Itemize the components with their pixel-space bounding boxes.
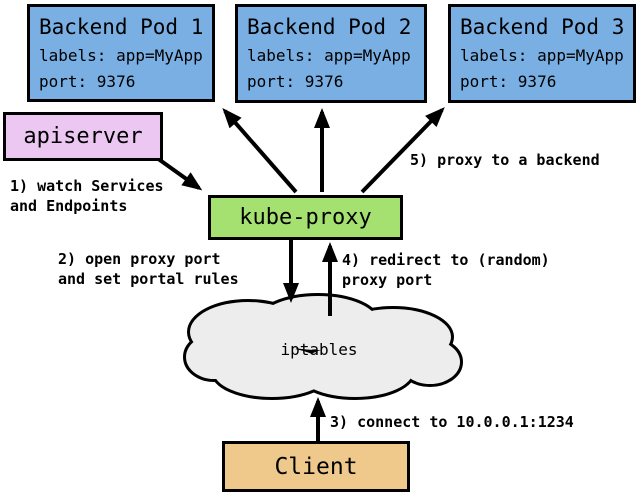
backend-pod-1-port: port: 9376: [39, 72, 136, 91]
backend-pod-3-title: Backend Pod 3: [460, 15, 625, 39]
backend-pod-2-labels: labels: app=MyApp: [247, 46, 411, 65]
step-5-proxy-to-backend: 5) proxy to a backend: [410, 151, 600, 169]
kube-proxy-label: kube-proxy: [239, 205, 372, 230]
arrow-kubeproxy-to-pod1: [222, 107, 298, 194]
backend-pod-2-title: Backend Pod 2: [247, 15, 412, 39]
kube-proxy-node: kube-proxy: [208, 195, 403, 240]
arrow-apiserver-to-kubeproxy: [155, 156, 203, 191]
backend-pod-1-labels: labels: app=MyApp: [39, 46, 203, 65]
arrow-kubeproxy-to-pod3: [360, 107, 445, 194]
backend-pod-2-port: port: 9376: [247, 72, 344, 91]
backend-pod-3-port: port: 9376: [460, 72, 557, 91]
backend-pod-1-title: Backend Pod 1: [39, 15, 204, 39]
iptables-cloud: [183, 293, 463, 400]
step-3-connect: 3) connect to 10.0.0.1:1234: [330, 413, 574, 431]
client-node: Client: [222, 441, 410, 492]
backend-pod-3-labels: labels: app=MyApp: [460, 46, 624, 65]
iptables-label: iptables: [280, 340, 358, 359]
backend-pod-2: Backend Pod 2 labels: app=MyApp port: 93…: [235, 4, 427, 103]
step-1-watch-services: 1) watch Services and Endpoints: [10, 177, 164, 215]
client-label: Client: [274, 453, 358, 480]
backend-pod-3: Backend Pod 3 labels: app=MyApp port: 93…: [448, 4, 636, 103]
step-4-redirect: 4) redirect to (random) proxy port: [342, 251, 550, 289]
backend-pod-1: Backend Pod 1 labels: app=MyApp port: 93…: [27, 4, 215, 102]
apiserver-node: apiserver: [3, 112, 163, 161]
apiserver-label: apiserver: [23, 124, 143, 149]
step-2-open-proxy-port: 2) open proxy port and set portal rules: [58, 250, 239, 288]
